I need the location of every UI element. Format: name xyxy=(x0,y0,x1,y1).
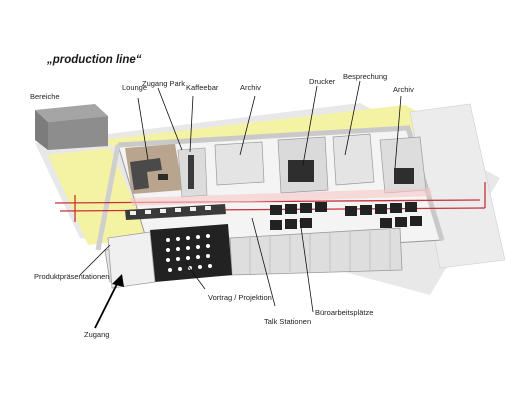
vortrag-room xyxy=(150,224,232,282)
neighbour-building-front xyxy=(35,110,48,150)
label-besprechung: Besprechung xyxy=(343,72,388,81)
entrance-arrow-head xyxy=(112,274,124,287)
label-vortrag-projektion: Vortrag / Projektion xyxy=(208,293,272,302)
label-zugang-park: Zugang Park xyxy=(142,79,185,88)
kaffeebar-counter xyxy=(188,155,194,189)
workstation-rows xyxy=(270,202,422,230)
label-archiv-2: Archiv xyxy=(393,85,414,94)
label-archiv-1: Archiv xyxy=(240,83,261,92)
label-drucker: Drucker xyxy=(309,77,336,86)
zone-yellow-left xyxy=(48,148,150,245)
besprechung-room xyxy=(332,133,375,186)
label-kaffeebar: Kaffeebar xyxy=(186,83,219,92)
vortrag-seats xyxy=(166,234,212,272)
facade-mullions xyxy=(249,230,391,274)
neighbour-building-top xyxy=(35,104,108,122)
label-talk-stationen: Talk Stationen xyxy=(264,317,312,326)
archiv-2-shelf xyxy=(394,168,414,184)
neighbour-building-side xyxy=(48,116,108,150)
label-bereiche: Bereiche xyxy=(30,92,60,101)
lounge-sofa xyxy=(130,158,162,190)
archiv-room-1 xyxy=(214,141,265,186)
outer-wall-back xyxy=(117,125,445,241)
label-lounge: Lounge xyxy=(122,83,148,92)
lounge-table xyxy=(158,174,168,180)
leader-lines xyxy=(79,80,402,313)
label-produktpraesentationen: Produktpräsentationen xyxy=(34,272,110,281)
drucker-machine xyxy=(288,160,314,182)
outer-wall-left xyxy=(95,144,121,251)
label-bueroarbeitsplaetze: Büroarbeitsplätze xyxy=(315,308,374,317)
presentation-strip-cells xyxy=(130,206,211,215)
label-zugang: Zugang xyxy=(84,330,110,339)
corridor-band xyxy=(130,188,432,206)
entrance-arrow-line xyxy=(94,281,119,329)
diagram-title: „production line“ xyxy=(47,54,142,66)
archiv-room-2 xyxy=(379,136,427,194)
entrance-area xyxy=(107,231,156,289)
front-windows xyxy=(229,227,403,276)
